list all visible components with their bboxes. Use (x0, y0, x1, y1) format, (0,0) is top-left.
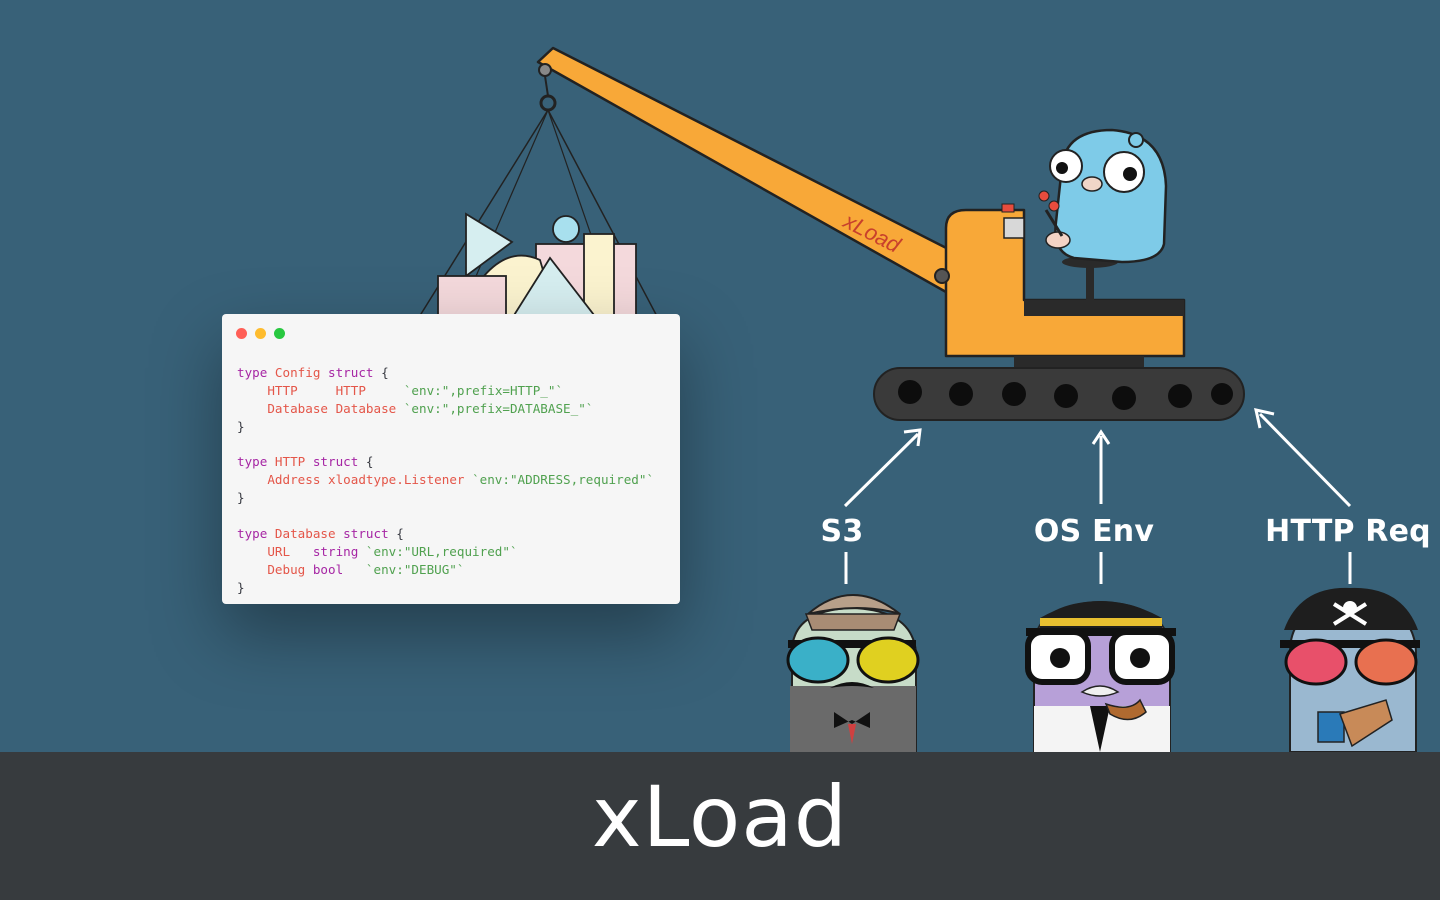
crane-cab (934, 203, 1186, 370)
minimize-dot-icon[interactable] (255, 328, 266, 339)
code-line: HTTP HTTP `env:",prefix=HTTP_"` (237, 382, 654, 400)
code-line: } (237, 489, 654, 507)
code-line (237, 436, 654, 454)
code-token: `env:"URL,required"` (365, 543, 518, 559)
source-label-http-req: HTTP Req (1265, 514, 1431, 549)
code-line: } (237, 418, 654, 436)
code-line (237, 507, 654, 525)
code-line: Database Database `env:",prefix=DATABASE… (237, 400, 654, 418)
code-token: { (396, 526, 404, 542)
crane-illustration: xLoad (410, 46, 1420, 752)
code-token: } (237, 490, 245, 506)
code-line: } (237, 579, 654, 597)
code-token: `env:",prefix=DATABASE_"` (403, 400, 594, 416)
close-dot-icon[interactable] (236, 328, 247, 339)
source-arrows (843, 408, 1352, 584)
footer-banner: xLoad (0, 752, 1440, 900)
code-token: xloadtype.Listener (328, 472, 473, 488)
code-line: type Config struct { (237, 364, 654, 382)
crane-track (873, 367, 1245, 421)
maximize-dot-icon[interactable] (274, 328, 285, 339)
code-token: `env:"ADDRESS,required"` (472, 472, 655, 488)
sphere-block (552, 215, 580, 243)
code-token: `env:"DEBUG"` (365, 561, 465, 577)
code-token: { (365, 454, 374, 470)
code-token: Address (237, 472, 328, 488)
code-line: Address xloadtype.Listener `env:"ADDRESS… (237, 471, 654, 489)
code-token: `env:",prefix=HTTP_"` (403, 382, 564, 398)
code-token: Debug (237, 561, 313, 577)
pirate-gopher-icon (1280, 587, 1420, 752)
code-token: HTTP (335, 382, 404, 398)
footer-title: xLoad (591, 768, 849, 866)
window-controls (236, 328, 285, 339)
code-line: type HTTP struct { (237, 453, 654, 471)
code-token: } (237, 418, 245, 434)
code-token: Database (335, 400, 404, 416)
code-token: type (237, 526, 275, 542)
code-token: HTTP (237, 382, 336, 398)
code-token: struct (328, 365, 382, 380)
source-label-os-env: OS Env (1033, 514, 1155, 549)
code-token: struct (312, 454, 366, 470)
code-token: type (237, 365, 275, 380)
code-token: Database (237, 400, 336, 416)
code-window: type Config struct { HTTP HTTP `env:",pr… (222, 314, 680, 604)
code-token: } (237, 579, 245, 595)
code-token: type (237, 454, 275, 470)
code-block: type Config struct { HTTP HTTP `env:",pr… (237, 364, 654, 597)
code-token: { (381, 365, 389, 380)
code-line: Debug bool `env:"DEBUG"` (237, 561, 654, 579)
code-line: URL string `env:"URL,required"` (237, 543, 654, 561)
detective-gopher-icon (786, 594, 920, 752)
code-token: bool (312, 561, 366, 577)
professor-gopher-icon (1025, 600, 1176, 752)
triangle-block (465, 212, 514, 278)
code-token: Database (274, 526, 344, 542)
gopher-driver-icon (1038, 128, 1168, 302)
code-token: HTTP (274, 454, 313, 470)
code-token: string (312, 543, 366, 559)
code-line: type Database struct { (237, 525, 654, 543)
cargo-load (410, 109, 666, 330)
code-token: struct (343, 526, 397, 542)
source-label-s3: S3 (820, 514, 864, 549)
code-token: URL (237, 543, 313, 559)
code-token: Config (274, 365, 328, 380)
